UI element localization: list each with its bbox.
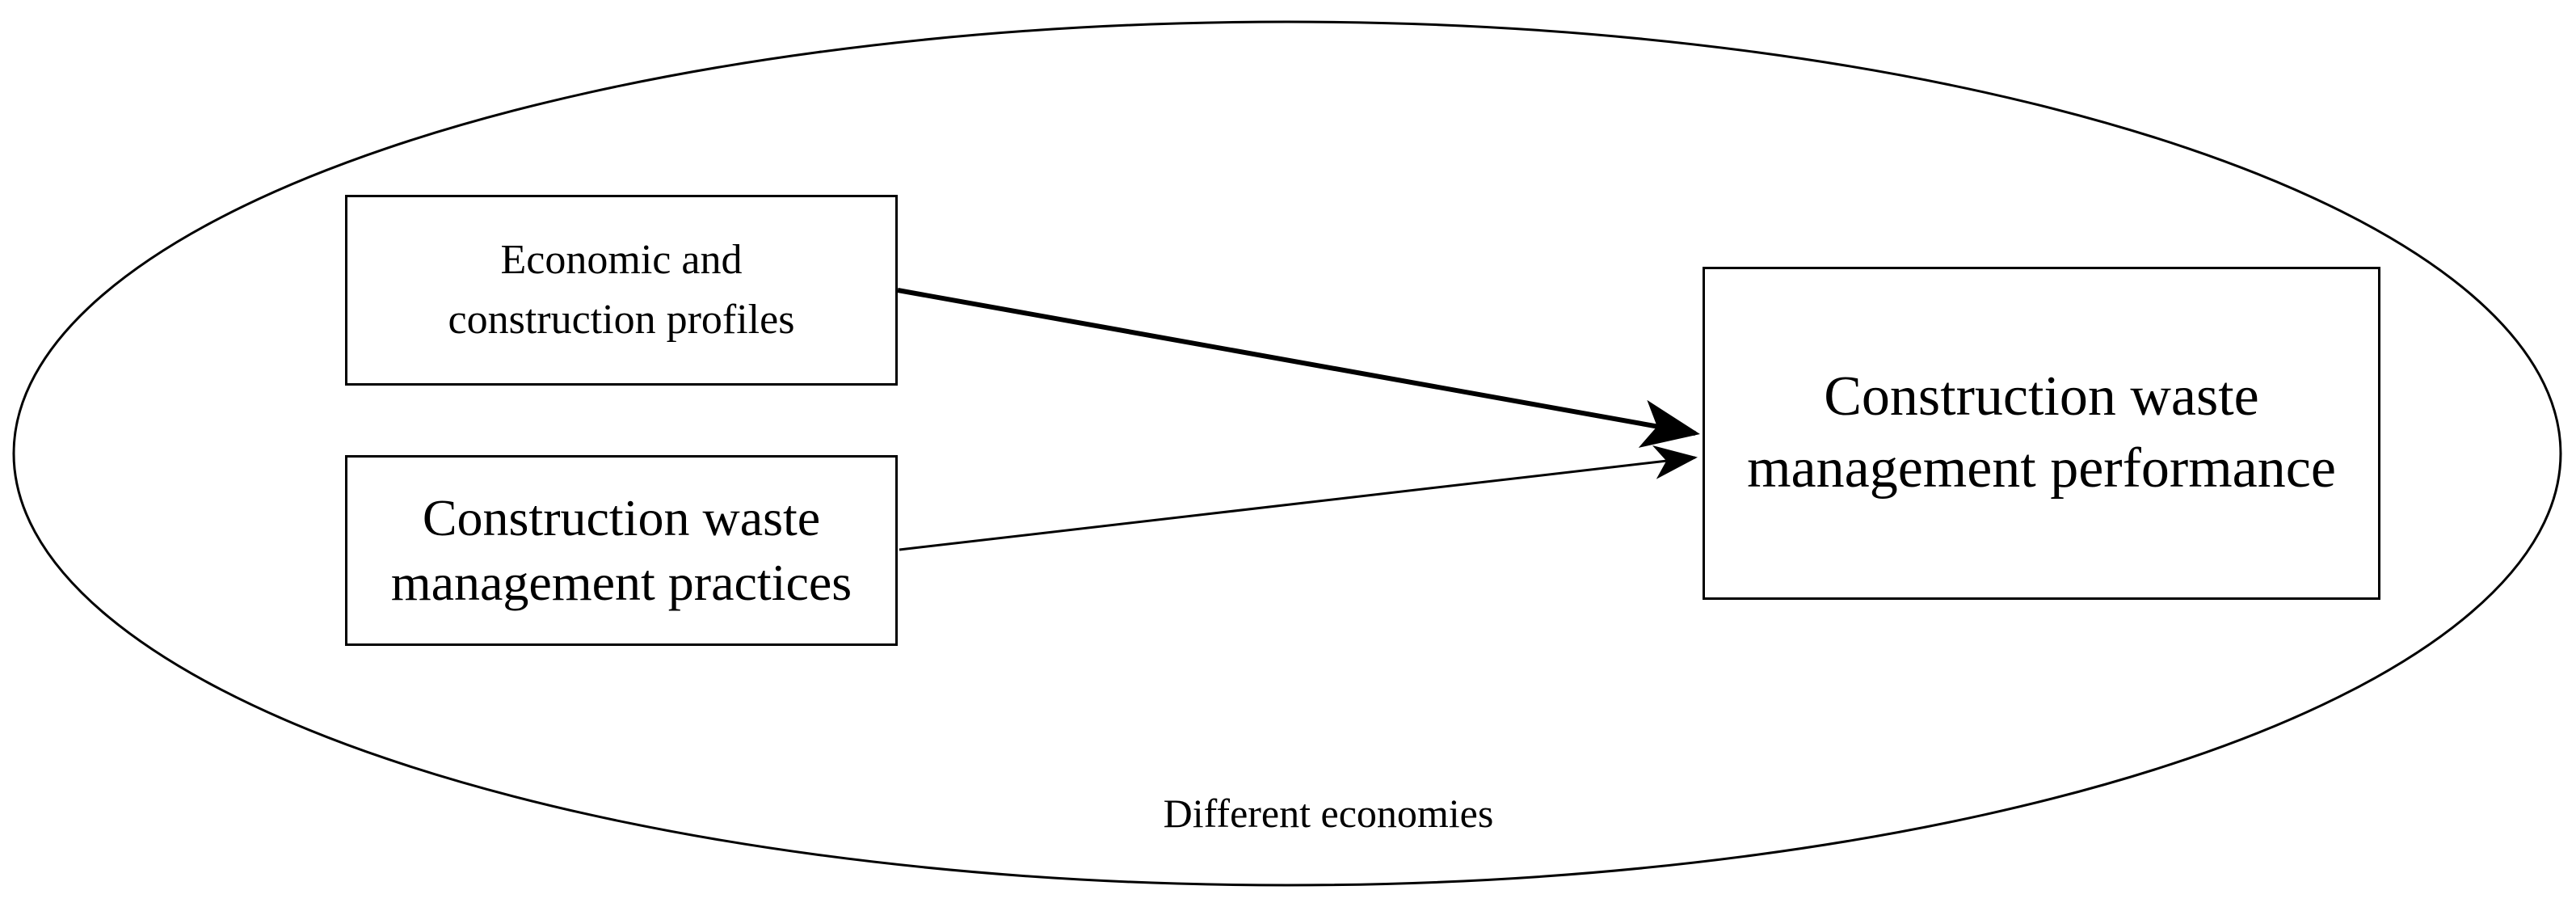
box-label-performance: Construction waste management performanc…	[1747, 365, 2336, 500]
context-ellipse	[12, 20, 2562, 887]
context-label: Different economies	[1163, 791, 1494, 836]
box-label-practices: Construction waste management practices	[390, 489, 852, 611]
arrow-practices-to-performance	[899, 445, 1698, 551]
arrow-profiles-to-performance	[897, 288, 1700, 448]
box-economic-construction-profiles: Economic and construction profiles	[345, 195, 898, 386]
box-label-profiles: Economic and construction profiles	[448, 237, 795, 343]
box-waste-management-performance: Construction waste management performanc…	[1703, 267, 2380, 600]
box-waste-management-practices: Construction waste management practices	[345, 455, 898, 646]
